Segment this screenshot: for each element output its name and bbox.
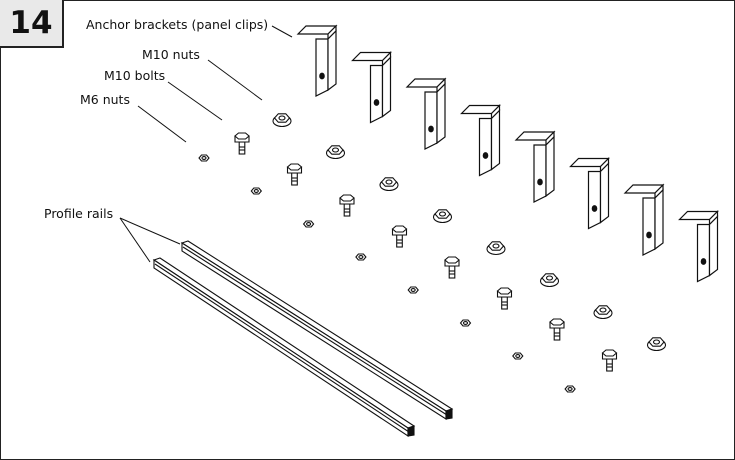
label-m10-bolts: M10 bolts: [104, 68, 166, 83]
profile-rails-group: [152, 240, 454, 438]
label-anchor-brackets: Anchor brackets (panel clips): [86, 17, 269, 32]
m10-nut: [325, 145, 346, 160]
m6-nuts-group: [198, 154, 576, 393]
anchor-bracket: [460, 104, 501, 177]
m6-nut: [512, 352, 524, 360]
m10-nut: [486, 241, 506, 256]
m10-bolts-group: [234, 132, 618, 372]
anchor-brackets-group: [296, 24, 719, 283]
m6-nut: [198, 154, 210, 162]
profile-rail: [180, 240, 454, 421]
m6-nut: [459, 319, 472, 327]
m10-bolt: [286, 163, 303, 186]
step-number-badge: 14: [0, 0, 64, 48]
leader-anchor-brackets: [271, 25, 293, 38]
m6-nut: [302, 220, 315, 228]
m10-nut: [272, 113, 292, 128]
m10-bolt: [444, 256, 460, 279]
m10-bolt: [549, 318, 565, 341]
m6-nut: [250, 187, 263, 195]
profile-rail: [152, 257, 416, 438]
m10-nut: [379, 177, 399, 192]
m10-nut: [432, 209, 453, 224]
m10-bolt: [234, 132, 250, 155]
m10-bolt: [339, 194, 355, 217]
m6-nut: [564, 385, 576, 393]
anchor-bracket: [623, 183, 665, 256]
m10-bolt: [391, 225, 408, 248]
m6-nut: [355, 253, 367, 261]
m10-bolt: [496, 287, 513, 310]
leader-profile-rails-b: [119, 217, 151, 263]
anchor-bracket: [678, 210, 719, 283]
m10-nut: [539, 273, 560, 288]
m6-nut: [407, 286, 419, 294]
label-m10-nuts: M10 nuts: [142, 47, 200, 62]
anchor-bracket: [351, 51, 392, 124]
step-number: 14: [9, 5, 53, 41]
m10-bolt: [601, 349, 618, 372]
m10-nut: [646, 337, 667, 352]
leader-m10-nuts: [207, 59, 263, 101]
leader-m6-nuts: [137, 105, 187, 143]
m10-nut: [593, 305, 613, 320]
label-profile-rails: Profile rails: [44, 206, 114, 221]
anchor-bracket: [296, 24, 338, 97]
anchor-bracket: [569, 157, 610, 230]
leader-profile-rails-a: [119, 217, 181, 245]
leader-lines: [119, 25, 293, 263]
m10-nuts-group: [272, 113, 667, 352]
label-m6-nuts: M6 nuts: [80, 92, 130, 107]
leader-m10-bolts: [167, 81, 223, 121]
anchor-bracket: [514, 130, 556, 203]
anchor-bracket: [405, 77, 447, 150]
